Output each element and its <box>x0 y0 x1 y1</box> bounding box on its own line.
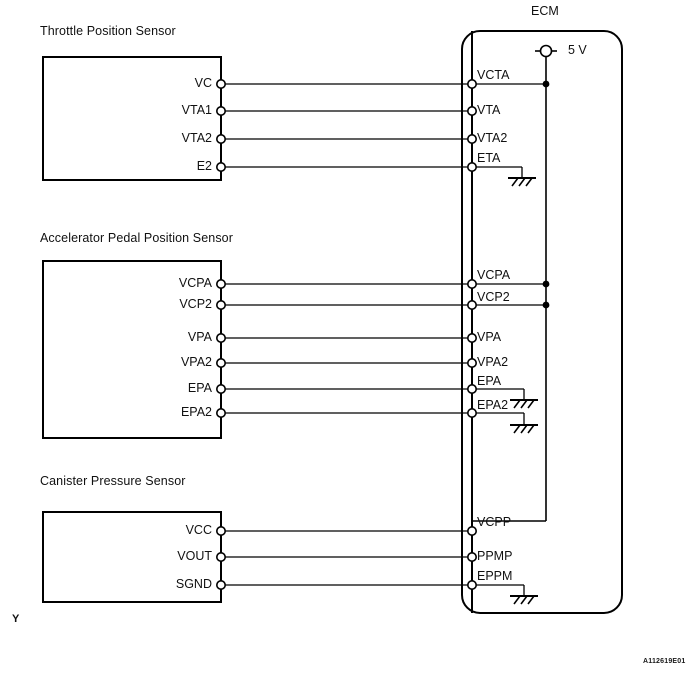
ecm-pin-label-vcta: VCTA <box>477 68 510 82</box>
ecm-terminal-vta <box>466 106 477 117</box>
ecm-terminal-vcpp <box>466 525 477 536</box>
sensor-pin-label-vout: VOUT <box>177 549 212 563</box>
ground-icon-eppm <box>510 595 538 605</box>
sensor-terminal-vpa2 <box>216 357 227 368</box>
sensor-pin-label-vpa2: VPA2 <box>180 355 212 369</box>
figure-code: A112619E01 <box>643 658 686 665</box>
sensor-pin-label-epa: EPA <box>187 381 212 395</box>
sensor-pin-label-vc: VC <box>194 76 212 90</box>
sensor-terminal-vta2 <box>216 134 227 145</box>
ecm-pin-label-epa: EPA <box>477 374 502 388</box>
ecm-pin-label-epa2: EPA2 <box>477 398 509 412</box>
sensor-pin-label-epa2: EPA2 <box>180 405 212 419</box>
ecm-terminal-vpa2 <box>466 357 477 368</box>
ground-icon-epa2 <box>510 424 538 434</box>
junction-dot-vcp2 <box>542 301 550 309</box>
junction-dot-vcta <box>542 80 550 88</box>
ecm-pin-label-vpa: VPA <box>477 330 502 344</box>
sensor-terminal-vout <box>216 551 227 562</box>
ecm-terminal-vcp2 <box>466 299 477 310</box>
ecm-terminal-vta2 <box>466 134 477 145</box>
ecm-terminal-epa <box>466 383 477 394</box>
corner-mark: Y <box>12 613 20 625</box>
sensor-terminal-vc <box>216 79 227 90</box>
sensor-terminal-vta1 <box>216 106 227 117</box>
ground-icon-eta <box>508 177 536 187</box>
sensor-pin-label-e2: E2 <box>196 159 212 173</box>
ecm-terminal-vpa <box>466 332 477 343</box>
sensor-pin-label-vcc: VCC <box>185 523 212 537</box>
power-terminal-icon <box>539 44 553 58</box>
ecm-pin-label-vpa2: VPA2 <box>477 355 509 369</box>
sensor-terminal-vpa <box>216 332 227 343</box>
ecm-terminal-ppmp <box>466 551 477 562</box>
ecm-pin-label-vta2: VTA2 <box>477 131 508 145</box>
accelerator-pedal-position-sensor-box <box>42 260 222 439</box>
sensor-terminal-vcp2 <box>216 299 227 310</box>
throttle-position-sensor-box <box>42 56 222 181</box>
ecm-terminal-eppm <box>466 579 477 590</box>
ecm-pin-label-eta: ETA <box>477 151 501 165</box>
ecm-pin-label-vcp2: VCP2 <box>477 290 510 304</box>
sensor-terminal-epa <box>216 383 227 394</box>
ecm-title: ECM <box>531 4 559 18</box>
throttle-position-sensor-title: Throttle Position Sensor <box>40 24 176 38</box>
canister-pressure-sensor-title: Canister Pressure Sensor <box>40 474 186 488</box>
ecm-pin-label-vcpa: VCPA <box>477 268 511 282</box>
sensor-pin-label-vcp2: VCP2 <box>179 297 212 311</box>
sensor-pin-label-sgnd: SGND <box>175 577 212 591</box>
sensor-terminal-vcc <box>216 525 227 536</box>
ecm-pin-label-eppm: EPPM <box>477 569 513 583</box>
ecm-terminal-vcta <box>466 79 477 90</box>
ecm-5v-label: 5 V <box>568 43 587 57</box>
sensor-terminal-vcpa <box>216 278 227 289</box>
sensor-terminal-epa2 <box>216 407 227 418</box>
sensor-pin-label-vta2: VTA2 <box>181 131 212 145</box>
ecm-pin-label-ppmp: PPMP <box>477 549 513 563</box>
sensor-pin-label-vpa: VPA <box>187 330 212 344</box>
ecm-terminal-epa2 <box>466 407 477 418</box>
sensor-terminal-e2 <box>216 162 227 173</box>
ecm-terminal-eta <box>466 162 477 173</box>
ecm-pin-label-vta: VTA <box>477 103 501 117</box>
sensor-pin-label-vta1: VTA1 <box>181 103 212 117</box>
ecm-terminal-vcpa <box>466 278 477 289</box>
ecm-enclosure <box>461 30 623 614</box>
ground-icon-epa <box>510 399 538 409</box>
sensor-pin-label-vcpa: VCPA <box>178 276 212 290</box>
sensor-terminal-sgnd <box>216 579 227 590</box>
accelerator-pedal-position-sensor-title: Accelerator Pedal Position Sensor <box>40 231 233 245</box>
ecm-pin-label-vcpp: VCPP <box>477 515 512 529</box>
junction-dot-vcpa <box>542 280 550 288</box>
